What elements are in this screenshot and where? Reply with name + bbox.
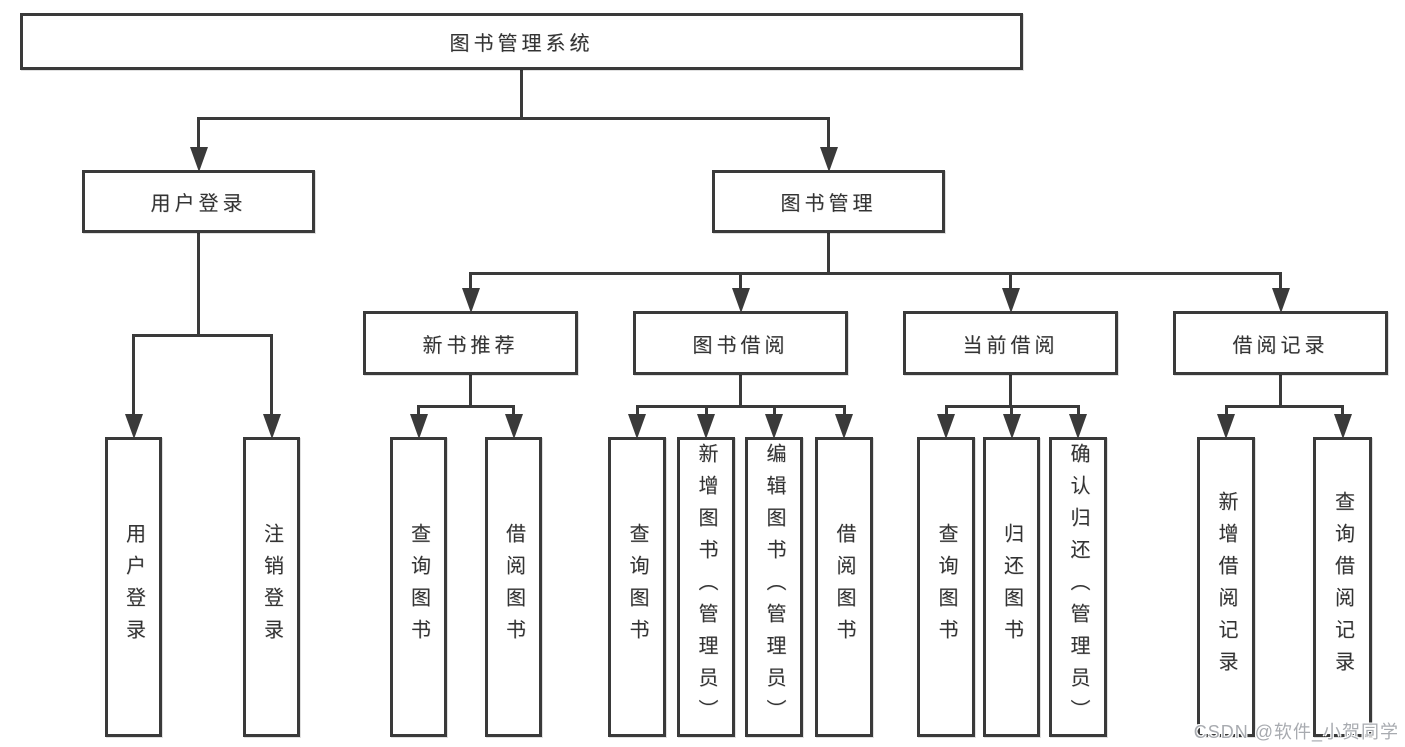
connector-line: [197, 118, 200, 158]
diagram-node-label: 用户登录: [150, 193, 247, 215]
diagram-node-label: 查询图书: [935, 523, 957, 651]
connector-line: [469, 271, 1282, 275]
diagram-node-root: 图书管理系统: [20, 13, 1023, 70]
arrowhead-icon: [504, 414, 523, 439]
diagram-node-label: 当前借阅: [962, 334, 1059, 357]
connector-line: [469, 375, 472, 406]
connector-line: [132, 333, 273, 337]
diagram-node-label: 新增借阅记录: [1215, 491, 1237, 683]
arrowhead-icon: [937, 414, 955, 439]
arrowhead-icon: [1333, 414, 1352, 439]
connector-line: [469, 273, 472, 299]
diagram-node-label: 归还图书: [1000, 523, 1023, 651]
diagram-node-label: 编辑图书（管理员）: [763, 443, 785, 731]
connector-line: [1279, 273, 1282, 299]
diagram-node-login: 用户登录: [82, 170, 315, 233]
diagram-node-label: 查询图书: [626, 523, 648, 651]
diagram-node-label: 新增图书（管理员）: [695, 443, 717, 731]
diagram-node-label: 图书管理系统: [449, 33, 594, 55]
diagram-node-leaf-logout: 注销登录: [243, 437, 300, 737]
diagram-node-label: 用户登录: [122, 523, 145, 651]
connector-line: [520, 70, 523, 118]
diagram-node-label: 图书管理: [780, 193, 877, 215]
connector-line: [739, 273, 742, 299]
diagram-node-management: 图书管理: [712, 170, 945, 233]
arrowhead-icon: [697, 414, 715, 439]
arrowhead-icon: [731, 288, 750, 313]
arrowhead-icon: [1217, 414, 1235, 439]
diagram-node-label: 借阅图书: [502, 523, 525, 651]
diagram-node-leaf-bor-edit: 编辑图书（管理员）: [745, 437, 803, 737]
arrowhead-icon: [835, 414, 853, 439]
diagram-node-leaf-rec-borrow: 借阅图书: [485, 437, 542, 737]
connector-line: [132, 335, 135, 425]
arrowhead-icon: [1002, 414, 1021, 439]
arrowhead-icon: [189, 147, 208, 172]
diagram-node-current: 当前借阅: [903, 311, 1118, 375]
connector-line: [197, 116, 830, 120]
diagram-node-recommend: 新书推荐: [363, 311, 578, 375]
arrowhead-icon: [765, 414, 783, 439]
diagram-node-label: 借阅记录: [1232, 334, 1329, 357]
arrowhead-icon: [1001, 288, 1020, 313]
connector-line: [1009, 273, 1012, 299]
diagram-node-leaf-user-login: 用户登录: [105, 437, 162, 737]
diagram-node-label: 查询图书: [407, 523, 430, 651]
diagram-node-label: 借阅图书: [833, 523, 855, 651]
connector-line: [1224, 404, 1344, 408]
connector-line: [197, 233, 200, 335]
arrowhead-icon: [262, 414, 281, 439]
diagram-node-leaf-bor-borrow: 借阅图书: [815, 437, 873, 737]
arrowhead-icon: [1271, 288, 1290, 313]
diagram-node-label: 新书推荐: [422, 334, 519, 357]
diagram-node-leaf-rec-query: 查询图书: [390, 437, 447, 737]
diagram-node-leaf-cur-confirm: 确认归还（管理员）: [1049, 437, 1107, 737]
diagram-node-borrow: 图书借阅: [633, 311, 848, 375]
diagram-node-leaf-bor-query: 查询图书: [608, 437, 666, 737]
diagram-node-leaf-bor-add: 新增图书（管理员）: [677, 437, 735, 737]
connector-line: [635, 404, 846, 408]
diagram-node-leaf-cur-return: 归还图书: [983, 437, 1040, 737]
arrowhead-icon: [461, 288, 480, 313]
arrowhead-icon: [409, 414, 428, 439]
connector-line: [417, 404, 515, 408]
csdn-watermark: CSDN @软件_小贺同学: [1193, 722, 1399, 742]
connector-line: [1279, 375, 1282, 406]
diagram-node-label: 确认归还（管理员）: [1067, 443, 1089, 731]
diagram-node-records: 借阅记录: [1173, 311, 1388, 375]
diagram-node-leaf-add-record: 新增借阅记录: [1197, 437, 1255, 737]
diagram-node-label: 图书借阅: [692, 334, 789, 357]
diagram-node-leaf-query-record: 查询借阅记录: [1313, 437, 1372, 737]
arrowhead-icon: [1069, 414, 1087, 439]
connector-line: [270, 335, 273, 425]
connector-line: [827, 118, 830, 158]
diagram-node-leaf-cur-query: 查询图书: [917, 437, 975, 737]
arrowhead-icon: [628, 414, 646, 439]
diagram-node-label: 查询借阅记录: [1331, 491, 1354, 683]
arrowhead-icon: [124, 414, 143, 439]
connector-line: [739, 375, 742, 406]
connector-line: [827, 233, 830, 273]
diagram-node-label: 注销登录: [260, 523, 283, 651]
connector-line: [1009, 375, 1012, 406]
arrowhead-icon: [819, 147, 838, 172]
